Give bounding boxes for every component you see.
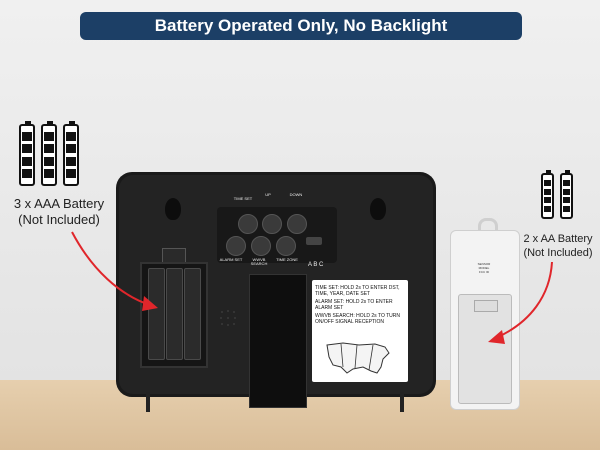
clock-foot-left [146, 392, 150, 412]
page-title-banner: Battery Operated Only, No Backlight [80, 12, 522, 40]
battery-icon [41, 121, 57, 186]
aa-not-included-label: (Not Included) [523, 247, 593, 259]
battery-icon [19, 121, 35, 186]
battery-icon [541, 170, 554, 219]
sensor-cover-clip [474, 300, 498, 312]
wwvb-search-button[interactable] [251, 236, 271, 256]
time-set-button[interactable] [238, 214, 258, 234]
arrow-to-aa-compartment [497, 261, 553, 338]
aa-battery-caption: 2 x AA Battery (Not Included) [516, 232, 600, 260]
sensor-model-label: SENSOR MODEL FCC ID [468, 262, 500, 292]
sensor-label-line: FCC ID [479, 270, 489, 274]
alarm-set-button[interactable] [226, 236, 246, 256]
aa-battery-label: 2 x AA Battery [523, 233, 593, 245]
battery-icon [63, 121, 79, 186]
arrow-to-aaa-compartment [71, 231, 151, 306]
instruction-line-1: TIME SET: HOLD 2s TO ENTER DST, TIME, YE… [315, 285, 400, 297]
up-button[interactable] [262, 214, 282, 234]
aaa-battery-caption: 3 x AAA Battery (Not Included) [4, 196, 114, 228]
aaa-battery-label: 3 x AAA Battery [13, 196, 105, 211]
sensor-label-line: MODEL [478, 266, 490, 270]
aaa-battery-cell [184, 268, 201, 360]
aaa-battery-cell [148, 268, 165, 360]
alarm-set-label: ALARM SET [219, 257, 243, 262]
time-set-label: TIME SET [233, 196, 253, 201]
clock-foot-right [400, 392, 404, 412]
down-button[interactable] [287, 214, 307, 234]
zone-abc-label: A B C [308, 262, 324, 268]
hanging-hole-left [165, 198, 181, 220]
aaa-battery-icons [19, 121, 79, 186]
time-zone-button[interactable] [276, 236, 296, 256]
us-timezone-map [326, 342, 390, 374]
aaa-not-included-label: (Not Included) [18, 212, 100, 227]
wwvb-search-label: WWVB SEARCH [250, 257, 268, 266]
clock-stand [249, 274, 307, 408]
battery-icon [560, 170, 573, 219]
down-label: DOWN [289, 192, 303, 197]
aaa-battery-cell [166, 268, 183, 360]
sensor-hanging-hook [478, 218, 498, 235]
arrow-head-right [488, 330, 505, 344]
instruction-line-3: WWVB SEARCH: HOLD 2s TO TURN ON/OFF SIGN… [315, 313, 401, 325]
instruction-line-2: ALARM SET: HOLD 2s TO ENTER ALARM SET [315, 299, 393, 311]
time-zone-label: TIME ZONE [276, 257, 298, 262]
zone-switch[interactable] [306, 237, 322, 245]
aa-battery-icons [541, 170, 573, 219]
up-label: UP [265, 192, 271, 197]
hanging-hole-right [370, 198, 386, 220]
arrow-head-left [142, 296, 158, 311]
aa-battery-compartment [458, 294, 512, 404]
speaker-grille [217, 307, 241, 331]
sensor-label-line: SENSOR [477, 262, 491, 266]
